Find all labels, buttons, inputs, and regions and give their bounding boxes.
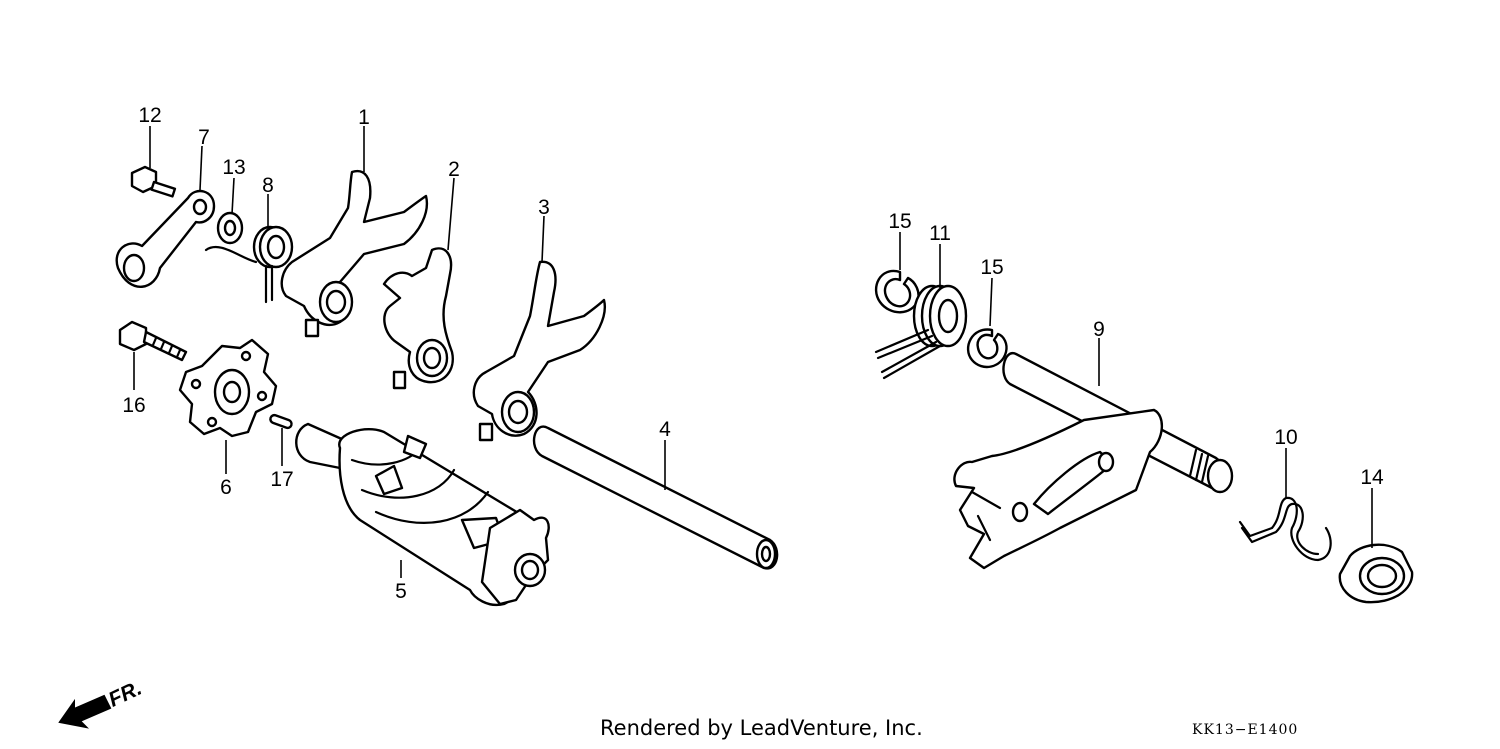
part-17-dowel-pin[interactable]	[269, 413, 293, 430]
rendered-by-credit: Rendered by LeadVenture, Inc.	[600, 716, 923, 740]
part-13-washer[interactable]	[216, 211, 244, 245]
part-15-circlip-left[interactable]	[874, 269, 920, 314]
part-3-shift-fork-center[interactable]	[472, 260, 606, 442]
callout-numbers: 1 2 3 4 5 6 7 8 9 10 11 12 13 14 15 15 1…	[122, 104, 1384, 603]
part-6-drum-center[interactable]	[178, 338, 278, 438]
callout-2[interactable]: 2	[448, 158, 460, 181]
callout-3[interactable]: 3	[538, 196, 550, 219]
callout-16[interactable]: 16	[122, 394, 145, 417]
callout-7[interactable]: 7	[198, 126, 210, 149]
callout-12[interactable]: 12	[138, 104, 161, 127]
part-1-shift-fork-right[interactable]	[280, 169, 429, 338]
callout-11[interactable]: 11	[929, 222, 951, 245]
callout-17[interactable]: 17	[270, 468, 293, 491]
callout-6[interactable]: 6	[220, 476, 232, 499]
part-12-bolt[interactable]	[130, 165, 177, 198]
part-15-circlip-right[interactable]	[966, 328, 1008, 369]
part-10-spring[interactable]	[1238, 496, 1332, 562]
callout-leaders	[133, 126, 1373, 578]
part-16-bolt[interactable]	[118, 320, 188, 362]
part-8-spring[interactable]	[204, 225, 294, 304]
callout-4[interactable]: 4	[659, 418, 671, 441]
callout-15-left[interactable]: 15	[888, 210, 911, 233]
callout-5[interactable]: 5	[395, 580, 407, 603]
callout-9[interactable]: 9	[1093, 318, 1105, 341]
front-direction-arrow: FR.	[58, 677, 145, 729]
diagram-code: KK13−E1400	[1192, 722, 1299, 738]
callout-1[interactable]: 1	[358, 106, 370, 129]
callout-10[interactable]: 10	[1274, 426, 1297, 449]
part-5-shift-drum[interactable]	[295, 422, 550, 607]
callout-15-right[interactable]: 15	[980, 256, 1003, 279]
part-11-return-spring[interactable]	[874, 284, 968, 380]
part-14-oil-seal[interactable]	[1338, 543, 1414, 604]
part-2-shift-fork-left[interactable]	[382, 247, 454, 390]
callout-13[interactable]: 13	[222, 156, 245, 179]
callout-8[interactable]: 8	[262, 174, 274, 197]
direction-label: FR.	[105, 677, 145, 712]
part-7-stopper-arm[interactable]	[115, 189, 216, 288]
callout-14[interactable]: 14	[1360, 466, 1384, 489]
part-4-fork-shaft[interactable]	[532, 425, 779, 570]
part-9-gearshift-spindle[interactable]	[953, 352, 1234, 570]
